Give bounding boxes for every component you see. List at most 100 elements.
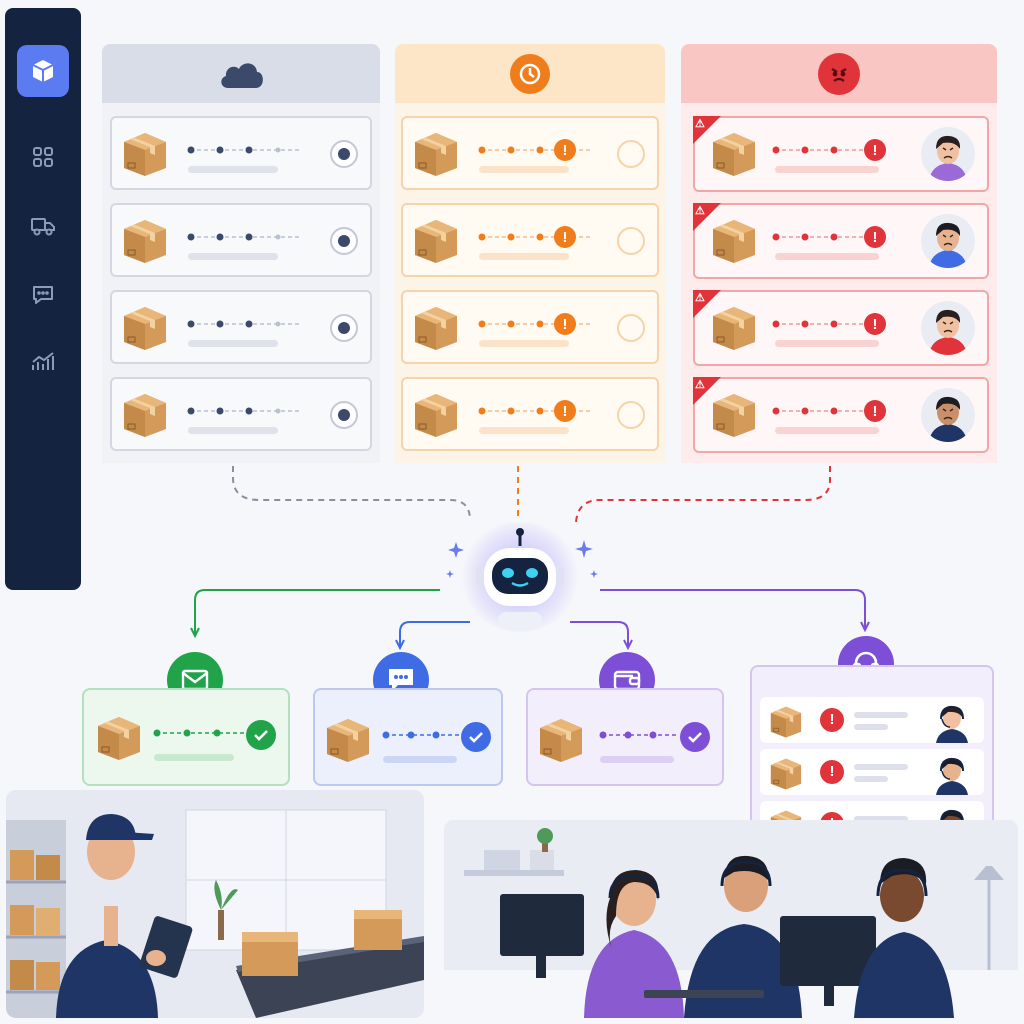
warning-icon: ⚠ — [693, 116, 721, 144]
detail-line — [479, 340, 569, 347]
sparkle-icon — [575, 540, 598, 578]
status-radio[interactable] — [330, 401, 358, 429]
outcome-card-email[interactable] — [82, 688, 290, 786]
sidebar — [5, 8, 81, 590]
check-icon — [461, 722, 491, 752]
package-icon — [536, 714, 586, 764]
alert-icon: ! — [820, 760, 844, 784]
status-radio[interactable] — [617, 140, 645, 168]
warning-icon: ⚠ — [693, 377, 721, 405]
detail-line — [775, 253, 879, 260]
progress-track: ! — [772, 400, 887, 422]
customer-avatar — [921, 127, 975, 181]
progress-track — [187, 233, 302, 241]
detail-line — [383, 756, 457, 763]
package-icon[interactable] — [17, 45, 69, 97]
progress-track — [187, 146, 302, 154]
detail-line — [154, 754, 234, 761]
detail-line — [775, 427, 879, 434]
status-radio[interactable] — [330, 140, 358, 168]
shipment-card[interactable]: ! — [401, 203, 659, 277]
progress-track: ! — [478, 226, 593, 248]
outcome-card-chat[interactable] — [313, 688, 503, 786]
truck-icon[interactable] — [27, 210, 59, 242]
progress-track — [187, 407, 302, 415]
shipment-card[interactable] — [110, 377, 372, 451]
progress-track: ! — [478, 139, 593, 161]
ai-robot-icon — [476, 528, 564, 630]
check-icon — [680, 722, 710, 752]
sparkle-icon — [446, 542, 464, 578]
warning-icon: ⚠ — [693, 203, 721, 231]
status-radio[interactable] — [330, 314, 358, 342]
detail-line — [854, 816, 908, 822]
shipment-card[interactable]: ⚠! — [693, 290, 989, 366]
svg-text:!: ! — [873, 142, 878, 159]
progress-track: ! — [772, 226, 887, 248]
shipment-card[interactable]: ⚠! — [693, 116, 989, 192]
ai-hub[interactable] — [440, 512, 600, 642]
detail-line — [188, 427, 278, 434]
column-header-in-transit — [102, 44, 380, 103]
shipment-card[interactable]: ⚠! — [693, 377, 989, 453]
progress-track — [153, 729, 248, 737]
status-radio[interactable] — [617, 314, 645, 342]
agent-avatar — [936, 705, 968, 743]
status-radio[interactable] — [617, 401, 645, 429]
shipment-card[interactable] — [110, 290, 372, 364]
customer-avatar — [921, 388, 975, 442]
detail-line — [479, 427, 569, 434]
detail-line — [188, 340, 278, 347]
grid-icon[interactable] — [27, 141, 59, 173]
shipment-card[interactable]: ! — [401, 290, 659, 364]
column-header-escalated — [681, 44, 997, 103]
progress-track — [382, 731, 461, 739]
status-radio[interactable] — [330, 227, 358, 255]
chat-icon[interactable] — [27, 279, 59, 311]
package-icon — [768, 755, 804, 791]
package-icon — [94, 712, 144, 762]
customer-avatar — [921, 301, 975, 355]
detail-line — [854, 724, 888, 730]
alert-icon: ! — [820, 708, 844, 732]
detail-line — [854, 764, 908, 770]
svg-text:!: ! — [563, 403, 568, 420]
shipment-card[interactable]: ! — [401, 116, 659, 190]
detail-line — [600, 756, 674, 763]
detail-line — [188, 166, 278, 173]
analytics-icon[interactable] — [27, 346, 59, 378]
package-icon — [323, 714, 373, 764]
svg-text:!: ! — [563, 316, 568, 333]
angry-face-icon — [818, 52, 860, 95]
shipment-card[interactable]: ! — [401, 377, 659, 451]
progress-track: ! — [772, 313, 887, 335]
support-team-illustration — [444, 820, 1018, 1018]
column-header-delayed — [395, 44, 665, 103]
progress-track: ! — [772, 139, 887, 161]
agent-avatar — [936, 757, 968, 795]
detail-line — [479, 166, 569, 173]
shipment-card[interactable]: ⚠! — [693, 203, 989, 279]
support-ticket-row[interactable]: ! — [760, 697, 984, 743]
shipment-card[interactable] — [110, 203, 372, 277]
warehouse-illustration — [6, 790, 424, 1018]
support-ticket-row[interactable]: ! — [760, 749, 984, 795]
svg-text:!: ! — [563, 229, 568, 246]
status-radio[interactable] — [617, 227, 645, 255]
detail-line — [854, 712, 908, 718]
progress-track: ! — [478, 400, 593, 422]
shipment-card[interactable] — [110, 116, 372, 190]
outcome-card-payment[interactable] — [526, 688, 724, 786]
detail-line — [188, 253, 278, 260]
customer-avatar — [921, 214, 975, 268]
progress-track — [599, 731, 678, 739]
clock-icon — [510, 53, 550, 94]
warning-icon: ⚠ — [693, 290, 721, 318]
svg-text:!: ! — [873, 316, 878, 333]
progress-track: ! — [478, 313, 593, 335]
svg-text:!: ! — [873, 229, 878, 246]
progress-track — [187, 320, 302, 328]
detail-line — [775, 166, 879, 173]
detail-line — [479, 253, 569, 260]
